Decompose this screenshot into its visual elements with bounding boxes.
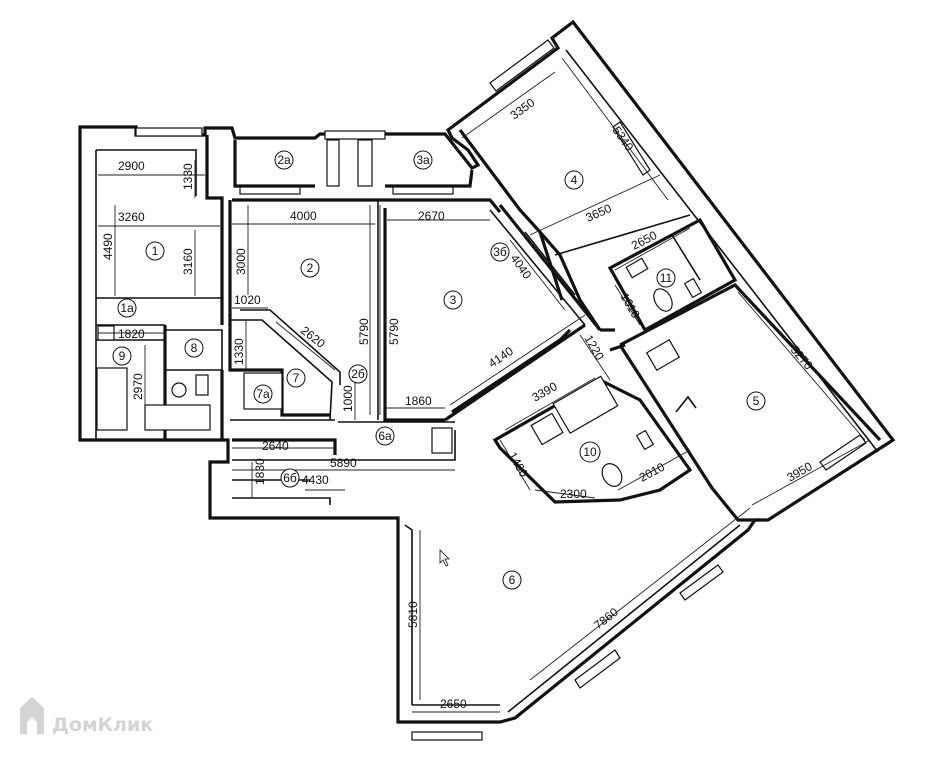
room-2b: 2б bbox=[348, 364, 368, 384]
svg-text:3а: 3а bbox=[416, 153, 430, 167]
dim-1830: 1830 bbox=[253, 458, 267, 485]
svg-text:11: 11 bbox=[660, 271, 673, 285]
room-10: 10 bbox=[579, 441, 601, 463]
room-1: 1 bbox=[145, 241, 165, 261]
svg-text:6: 6 bbox=[509, 573, 516, 587]
dim-4040: 4040 bbox=[508, 252, 535, 282]
cursor-icon bbox=[439, 549, 450, 567]
dim-5810: 5810 bbox=[406, 601, 420, 628]
room-6: 6 bbox=[502, 570, 522, 590]
room-7a: 7а bbox=[253, 384, 273, 404]
svg-text:7а: 7а bbox=[256, 387, 270, 401]
svg-text:2б: 2б bbox=[351, 367, 365, 381]
dim-4430: 4430 bbox=[302, 473, 329, 487]
dim-5790-b: 5790 bbox=[387, 318, 401, 345]
dim-2650-b: 2650 bbox=[440, 697, 467, 711]
dim-2300: 2300 bbox=[560, 487, 587, 501]
watermark-text: ДомКлик bbox=[52, 714, 153, 736]
room-3: 3 bbox=[443, 290, 463, 310]
dim-2670: 2670 bbox=[418, 209, 445, 223]
room-8: 8 bbox=[184, 338, 204, 358]
room-1a: 1а bbox=[117, 298, 137, 318]
svg-text:2а: 2а bbox=[277, 153, 291, 167]
dim-1220: 1220 bbox=[581, 333, 607, 363]
svg-text:10: 10 bbox=[583, 445, 597, 459]
partitions bbox=[96, 129, 882, 522]
dim-2010: 2010 bbox=[637, 460, 667, 485]
dim-2620: 2620 bbox=[298, 323, 328, 351]
dim-1000: 1000 bbox=[341, 385, 355, 412]
watermark: ДомКлик bbox=[20, 697, 153, 736]
room-5: 5 bbox=[746, 391, 766, 411]
dim-3260: 3260 bbox=[118, 210, 145, 224]
dimension-lines bbox=[98, 57, 871, 713]
dim-5890: 5890 bbox=[330, 456, 357, 470]
dim-1330-a: 1330 bbox=[181, 163, 195, 190]
dim-3950: 3950 bbox=[785, 459, 815, 485]
dim-5790-a: 5790 bbox=[357, 318, 371, 345]
domklik-logo-icon bbox=[20, 697, 44, 734]
svg-text:3: 3 bbox=[450, 293, 457, 307]
svg-text:1: 1 bbox=[152, 244, 159, 258]
dim-2970: 2970 bbox=[131, 373, 145, 400]
svg-text:1а: 1а bbox=[120, 301, 134, 315]
room-2a: 2а bbox=[274, 150, 294, 170]
dim-4490: 4490 bbox=[101, 233, 115, 260]
room-3a: 3а bbox=[413, 150, 433, 170]
svg-text:4: 4 bbox=[571, 173, 578, 187]
dim-1860: 1860 bbox=[405, 394, 432, 408]
svg-text:2: 2 bbox=[307, 261, 314, 275]
room-7: 7 bbox=[286, 368, 306, 388]
room-3b: 3б bbox=[490, 242, 510, 262]
outer-walls bbox=[78, 19, 896, 724]
dim-1020: 1020 bbox=[234, 293, 261, 307]
room-2: 2 bbox=[300, 258, 320, 278]
room-9: 9 bbox=[112, 346, 132, 366]
dim-3000: 3000 bbox=[234, 248, 248, 275]
svg-text:5: 5 bbox=[753, 394, 760, 408]
svg-text:6б: 6б bbox=[283, 471, 297, 485]
room-11: 11 bbox=[656, 268, 676, 288]
dim-4140: 4140 bbox=[486, 344, 516, 371]
dim-2640: 2640 bbox=[262, 439, 289, 453]
dim-4000: 4000 bbox=[290, 209, 317, 223]
svg-text:3б: 3б bbox=[493, 245, 507, 259]
room-4: 4 bbox=[564, 170, 584, 190]
room-labels: 1 1а 2 2а 2б 3 3а 3б bbox=[112, 150, 766, 590]
svg-text:6а: 6а bbox=[378, 429, 392, 443]
dim-3350: 3350 bbox=[508, 95, 538, 122]
dim-3650: 3650 bbox=[584, 201, 614, 225]
dim-7860: 7860 bbox=[591, 605, 621, 633]
dim-3160: 3160 bbox=[181, 248, 195, 275]
windows bbox=[135, 39, 867, 741]
dim-2900: 2900 bbox=[118, 159, 145, 173]
svg-text:9: 9 bbox=[119, 349, 126, 363]
dim-1820: 1820 bbox=[118, 327, 145, 341]
dim-1330-b: 1330 bbox=[232, 338, 246, 365]
svg-text:7: 7 bbox=[293, 371, 300, 385]
room-6a: 6а bbox=[375, 426, 395, 446]
room-6b: 6б bbox=[280, 468, 300, 488]
dim-1610: 1610 bbox=[617, 291, 643, 321]
svg-text:8: 8 bbox=[191, 341, 198, 355]
